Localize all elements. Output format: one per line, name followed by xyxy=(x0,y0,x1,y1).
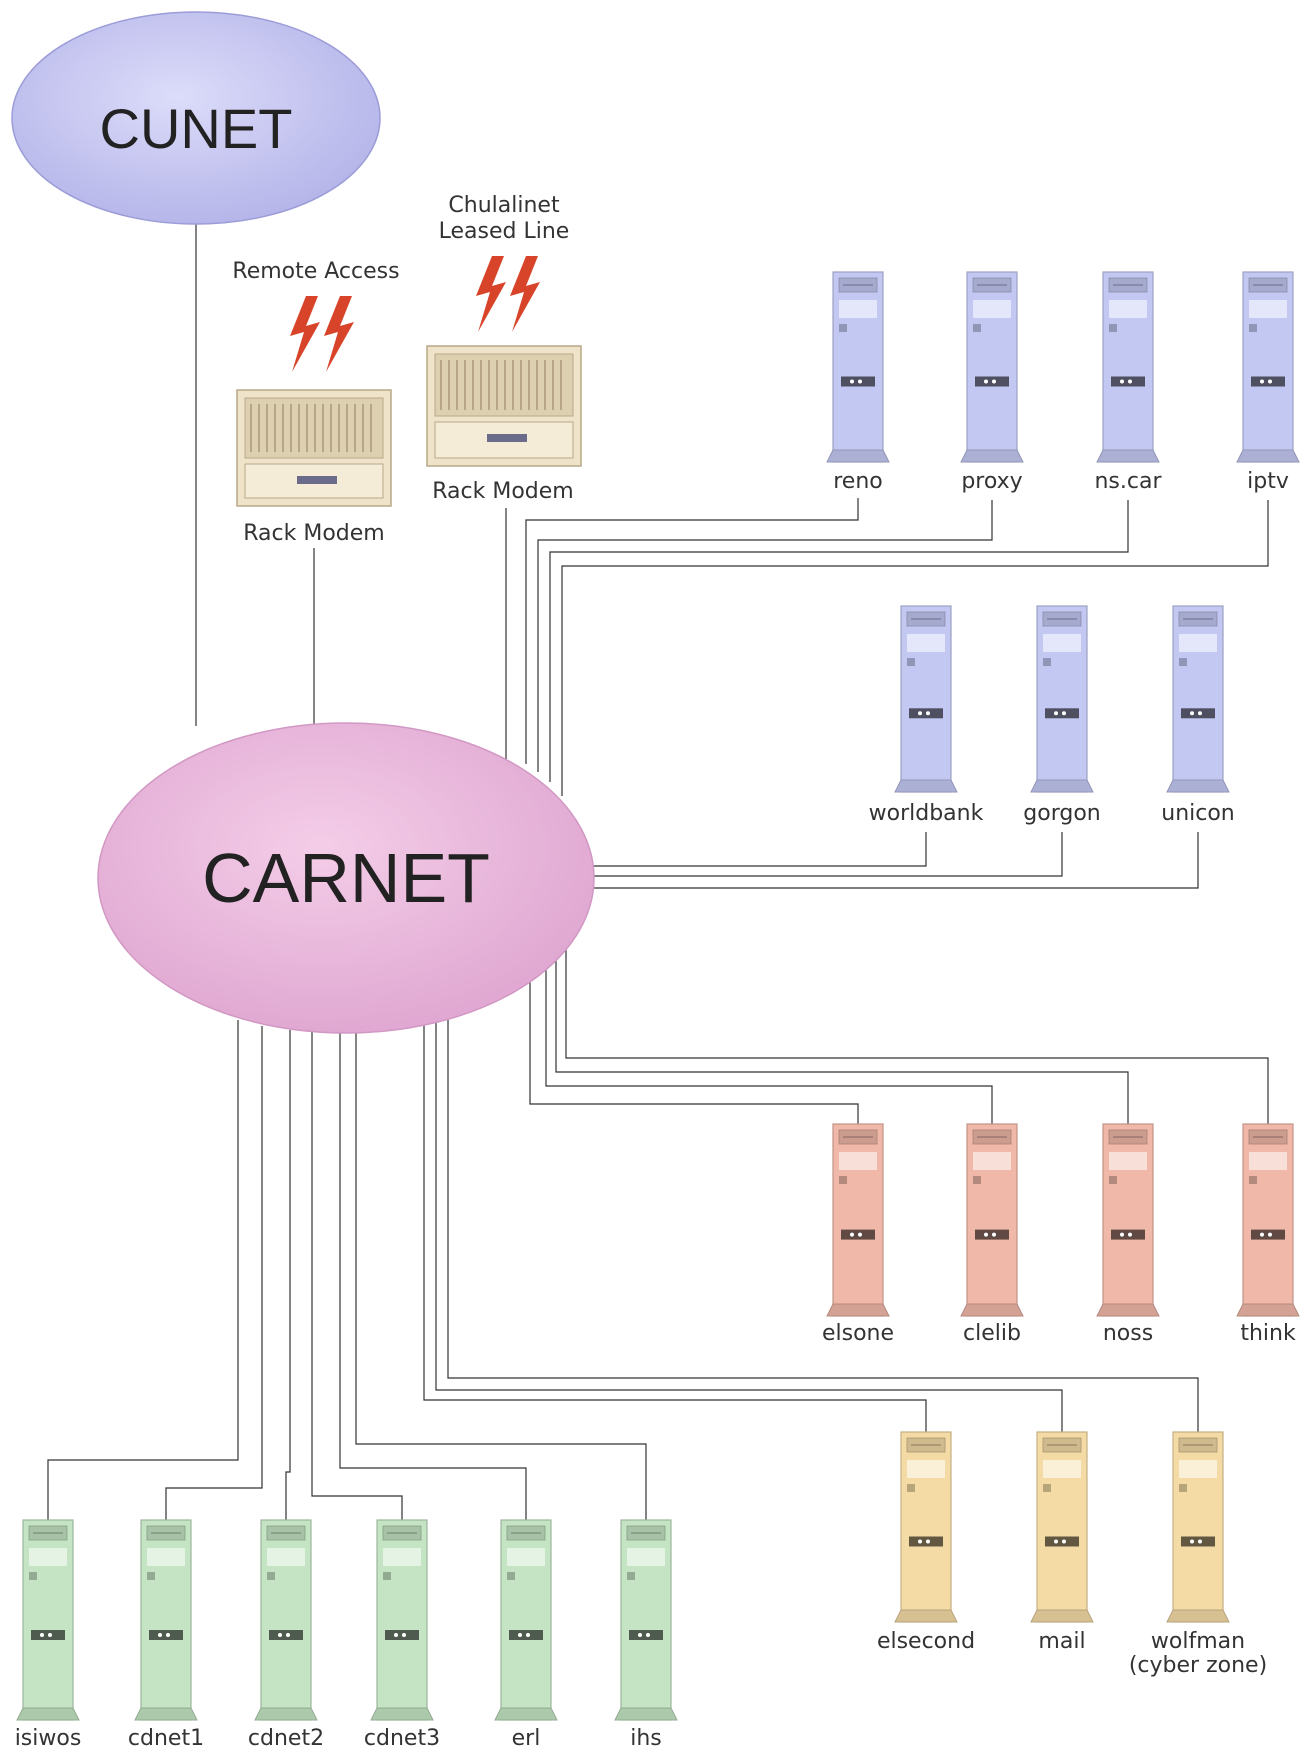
chulalinet-group: Chulalinet Leased Line Rack Modem xyxy=(426,193,582,504)
server-icon xyxy=(960,271,1024,463)
cunet-cloud: CUNET xyxy=(11,11,381,225)
chulalinet-label-line1: Chulalinet xyxy=(448,193,560,218)
server-label: proxy xyxy=(961,469,1022,494)
server-unicon: unicon xyxy=(1161,605,1235,826)
server-label: cdnet2 xyxy=(248,1726,324,1751)
server-erl: erl xyxy=(494,1519,558,1751)
remote-access-group: Remote Access Rack Modem xyxy=(232,259,399,546)
rack-modem-icon xyxy=(236,389,392,507)
server-clelib: clelib xyxy=(960,1123,1024,1346)
rack-modem-2-label: Rack Modem xyxy=(432,479,574,504)
server-icon xyxy=(1236,1123,1300,1317)
server-cdnet1: cdnet1 xyxy=(128,1519,204,1751)
server-ns-car: ns.car xyxy=(1094,271,1162,494)
lightning-icon xyxy=(476,256,540,332)
server-wolfman: wolfman xyxy=(1151,1431,1245,1654)
rack-modem-icon xyxy=(426,345,582,467)
server-label: gorgon xyxy=(1023,801,1100,826)
server-label: ihs xyxy=(630,1726,662,1751)
remote-access-label: Remote Access xyxy=(232,259,399,284)
server-icon xyxy=(960,1123,1024,1317)
server-icon xyxy=(370,1519,434,1721)
server-icon xyxy=(1236,271,1300,463)
server-worldbank: worldbank xyxy=(869,605,984,826)
server-gorgon: gorgon xyxy=(1023,605,1101,826)
server-label: erl xyxy=(512,1726,541,1751)
server-elsone: elsone xyxy=(822,1123,894,1346)
server-ihs: ihs xyxy=(614,1519,678,1751)
connection-lines xyxy=(47,224,1269,1520)
server-icon xyxy=(16,1519,80,1721)
server-icon xyxy=(254,1519,318,1721)
carnet-cloud: CARNET xyxy=(97,722,595,1034)
server-label: elsone xyxy=(822,1321,894,1346)
server-icon xyxy=(826,271,890,463)
server-label: wolfman xyxy=(1151,1629,1245,1654)
server-icon xyxy=(1166,605,1230,793)
server-proxy: proxy xyxy=(960,271,1024,494)
server-icon xyxy=(826,1123,890,1317)
server-icon xyxy=(1030,1431,1094,1623)
server-mail: mail xyxy=(1030,1431,1094,1654)
server-noss: noss xyxy=(1096,1123,1160,1346)
server-elsecond: elsecond xyxy=(877,1431,975,1654)
server-groups: reno proxy ns.car iptv worldbank gorgon unicon… xyxy=(15,271,1300,1751)
server-icon xyxy=(1030,605,1094,793)
server-label: worldbank xyxy=(869,801,984,826)
cunet-label: CUNET xyxy=(100,97,293,160)
server-label: cdnet1 xyxy=(128,1726,204,1751)
server-label: clelib xyxy=(963,1321,1021,1346)
server-label: unicon xyxy=(1161,801,1235,826)
server-icon xyxy=(894,605,958,793)
server-label: iptv xyxy=(1247,469,1289,494)
server-reno: reno xyxy=(826,271,890,494)
server-label: noss xyxy=(1103,1321,1153,1346)
chulalinet-label-line2: Leased Line xyxy=(439,219,570,244)
server-label: mail xyxy=(1038,1629,1085,1654)
server-label: elsecond xyxy=(877,1629,975,1654)
server-cdnet2: cdnet2 xyxy=(248,1519,324,1751)
server-icon xyxy=(134,1519,198,1721)
wolfman-sublabel: (cyber zone) xyxy=(1129,1653,1267,1678)
server-icon xyxy=(1096,271,1160,463)
server-label: cdnet3 xyxy=(364,1726,440,1751)
server-label: isiwos xyxy=(15,1726,82,1751)
server-icon xyxy=(894,1431,958,1623)
server-icon xyxy=(1166,1431,1230,1623)
server-icon xyxy=(614,1519,678,1721)
server-label: reno xyxy=(833,469,883,494)
server-isiwos: isiwos xyxy=(15,1519,82,1751)
server-icon xyxy=(494,1519,558,1721)
server-iptv: iptv xyxy=(1236,271,1300,494)
carnet-label: CARNET xyxy=(202,839,490,917)
server-think: think xyxy=(1236,1123,1300,1346)
server-label: ns.car xyxy=(1094,469,1162,494)
server-icon xyxy=(1096,1123,1160,1317)
lightning-icon xyxy=(290,296,354,372)
server-label: think xyxy=(1240,1321,1296,1346)
rack-modem-1-label: Rack Modem xyxy=(243,521,385,546)
server-cdnet3: cdnet3 xyxy=(364,1519,440,1751)
